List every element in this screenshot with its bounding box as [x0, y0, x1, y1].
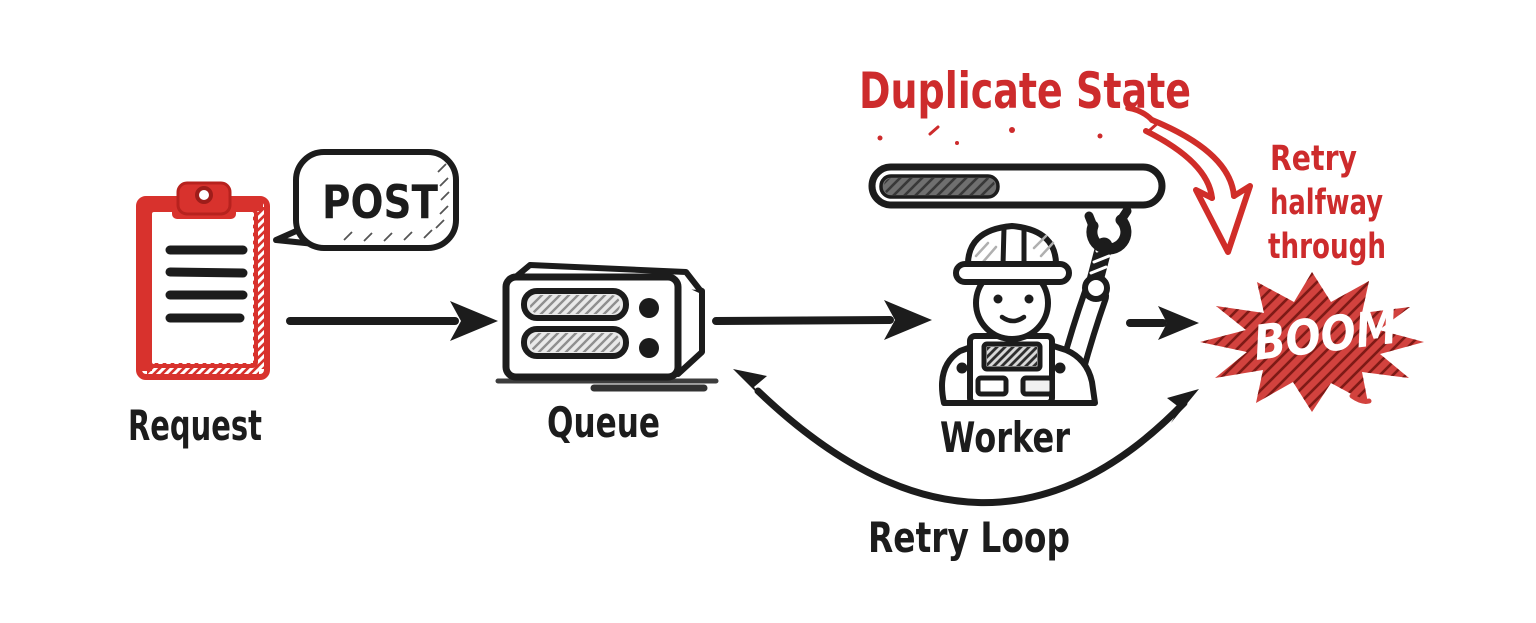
- flow-arrow-request-to-queue: [286, 301, 498, 341]
- clipboard-clip-ring: [195, 186, 213, 204]
- progress-bar: [868, 163, 1166, 209]
- burst-hatch: [1200, 272, 1424, 412]
- worker-hand: [1082, 274, 1110, 302]
- worker-smile: [999, 314, 1027, 324]
- flow-arrow-worker-to-boom: [1126, 306, 1199, 340]
- retry-note-line-3: through: [1268, 227, 1386, 267]
- boom-node: BOOM: [1200, 272, 1424, 412]
- worker-chest-hatch: [987, 347, 1037, 366]
- queue-slot: [521, 326, 629, 359]
- worker-label: Worker: [940, 413, 1070, 462]
- progress-bar-fill-hatch: [884, 178, 995, 195]
- request-node: Request: [128, 181, 270, 450]
- overalls-button: [956, 362, 968, 374]
- retry-loop-label: Retry Loop: [868, 513, 1070, 562]
- hard-hat-dome: [964, 223, 1060, 271]
- retry-note-line-2: halfway: [1270, 183, 1383, 223]
- arrowhead: [1158, 306, 1199, 340]
- duplicate-state-annotation: Duplicate State: [859, 62, 1191, 145]
- clipboard-right-hatch: [253, 207, 264, 369]
- worker-icon: [939, 206, 1132, 406]
- queue-led-dot: [639, 298, 659, 318]
- clipboard-icon: [136, 181, 270, 380]
- retry-loop-arrow: [733, 369, 1199, 506]
- red-curved-arrow: [1125, 105, 1253, 255]
- hard-hat-brim: [953, 261, 1072, 285]
- wrench-head: [1086, 214, 1132, 255]
- clipboard-text-lines: [165, 245, 248, 323]
- retry-note: Retry halfway through: [1268, 139, 1386, 267]
- clipboard-left-border: [142, 203, 152, 371]
- queue-box-icon: [495, 262, 719, 392]
- arrowhead: [450, 301, 498, 341]
- retry-loop-arrowhead-left: [733, 369, 767, 401]
- overalls-button: [1054, 362, 1066, 374]
- post-label: POST: [322, 175, 439, 229]
- overalls-pocket: [1020, 375, 1055, 397]
- retry-note-line-1: Retry: [1270, 139, 1357, 179]
- overalls-pocket: [975, 375, 1009, 397]
- queue-node: Queue: [495, 262, 719, 447]
- queue-led-dot: [639, 338, 659, 358]
- speech-bubble-body: [293, 149, 459, 251]
- post-speech-bubble: POST: [273, 149, 459, 251]
- arrowhead: [884, 300, 932, 340]
- ink-splatter: [877, 120, 1161, 145]
- burst-splatter: [1349, 393, 1372, 404]
- request-label: Request: [128, 401, 262, 450]
- worker-eye: [1024, 294, 1034, 304]
- worker-node: Worker: [939, 206, 1132, 462]
- retry-loop-arrowhead-right: [1167, 389, 1199, 423]
- hard-hat-hatch: [974, 234, 1055, 264]
- queue-slot: [521, 288, 629, 321]
- clipboard-bottom-hatch: [147, 363, 259, 374]
- explosion-burst-icon: [1200, 272, 1424, 412]
- wrench-prongs: [1084, 206, 1132, 231]
- worker-eye: [993, 294, 1003, 304]
- queue-side-face: [675, 277, 705, 377]
- hard-hat-ridge: [1000, 227, 1027, 266]
- red-arrowhead: [1193, 183, 1253, 255]
- queue-label: Queue: [547, 398, 660, 447]
- flow-arrow-queue-to-worker: [712, 300, 932, 340]
- speech-bubble-hatch: [343, 163, 450, 242]
